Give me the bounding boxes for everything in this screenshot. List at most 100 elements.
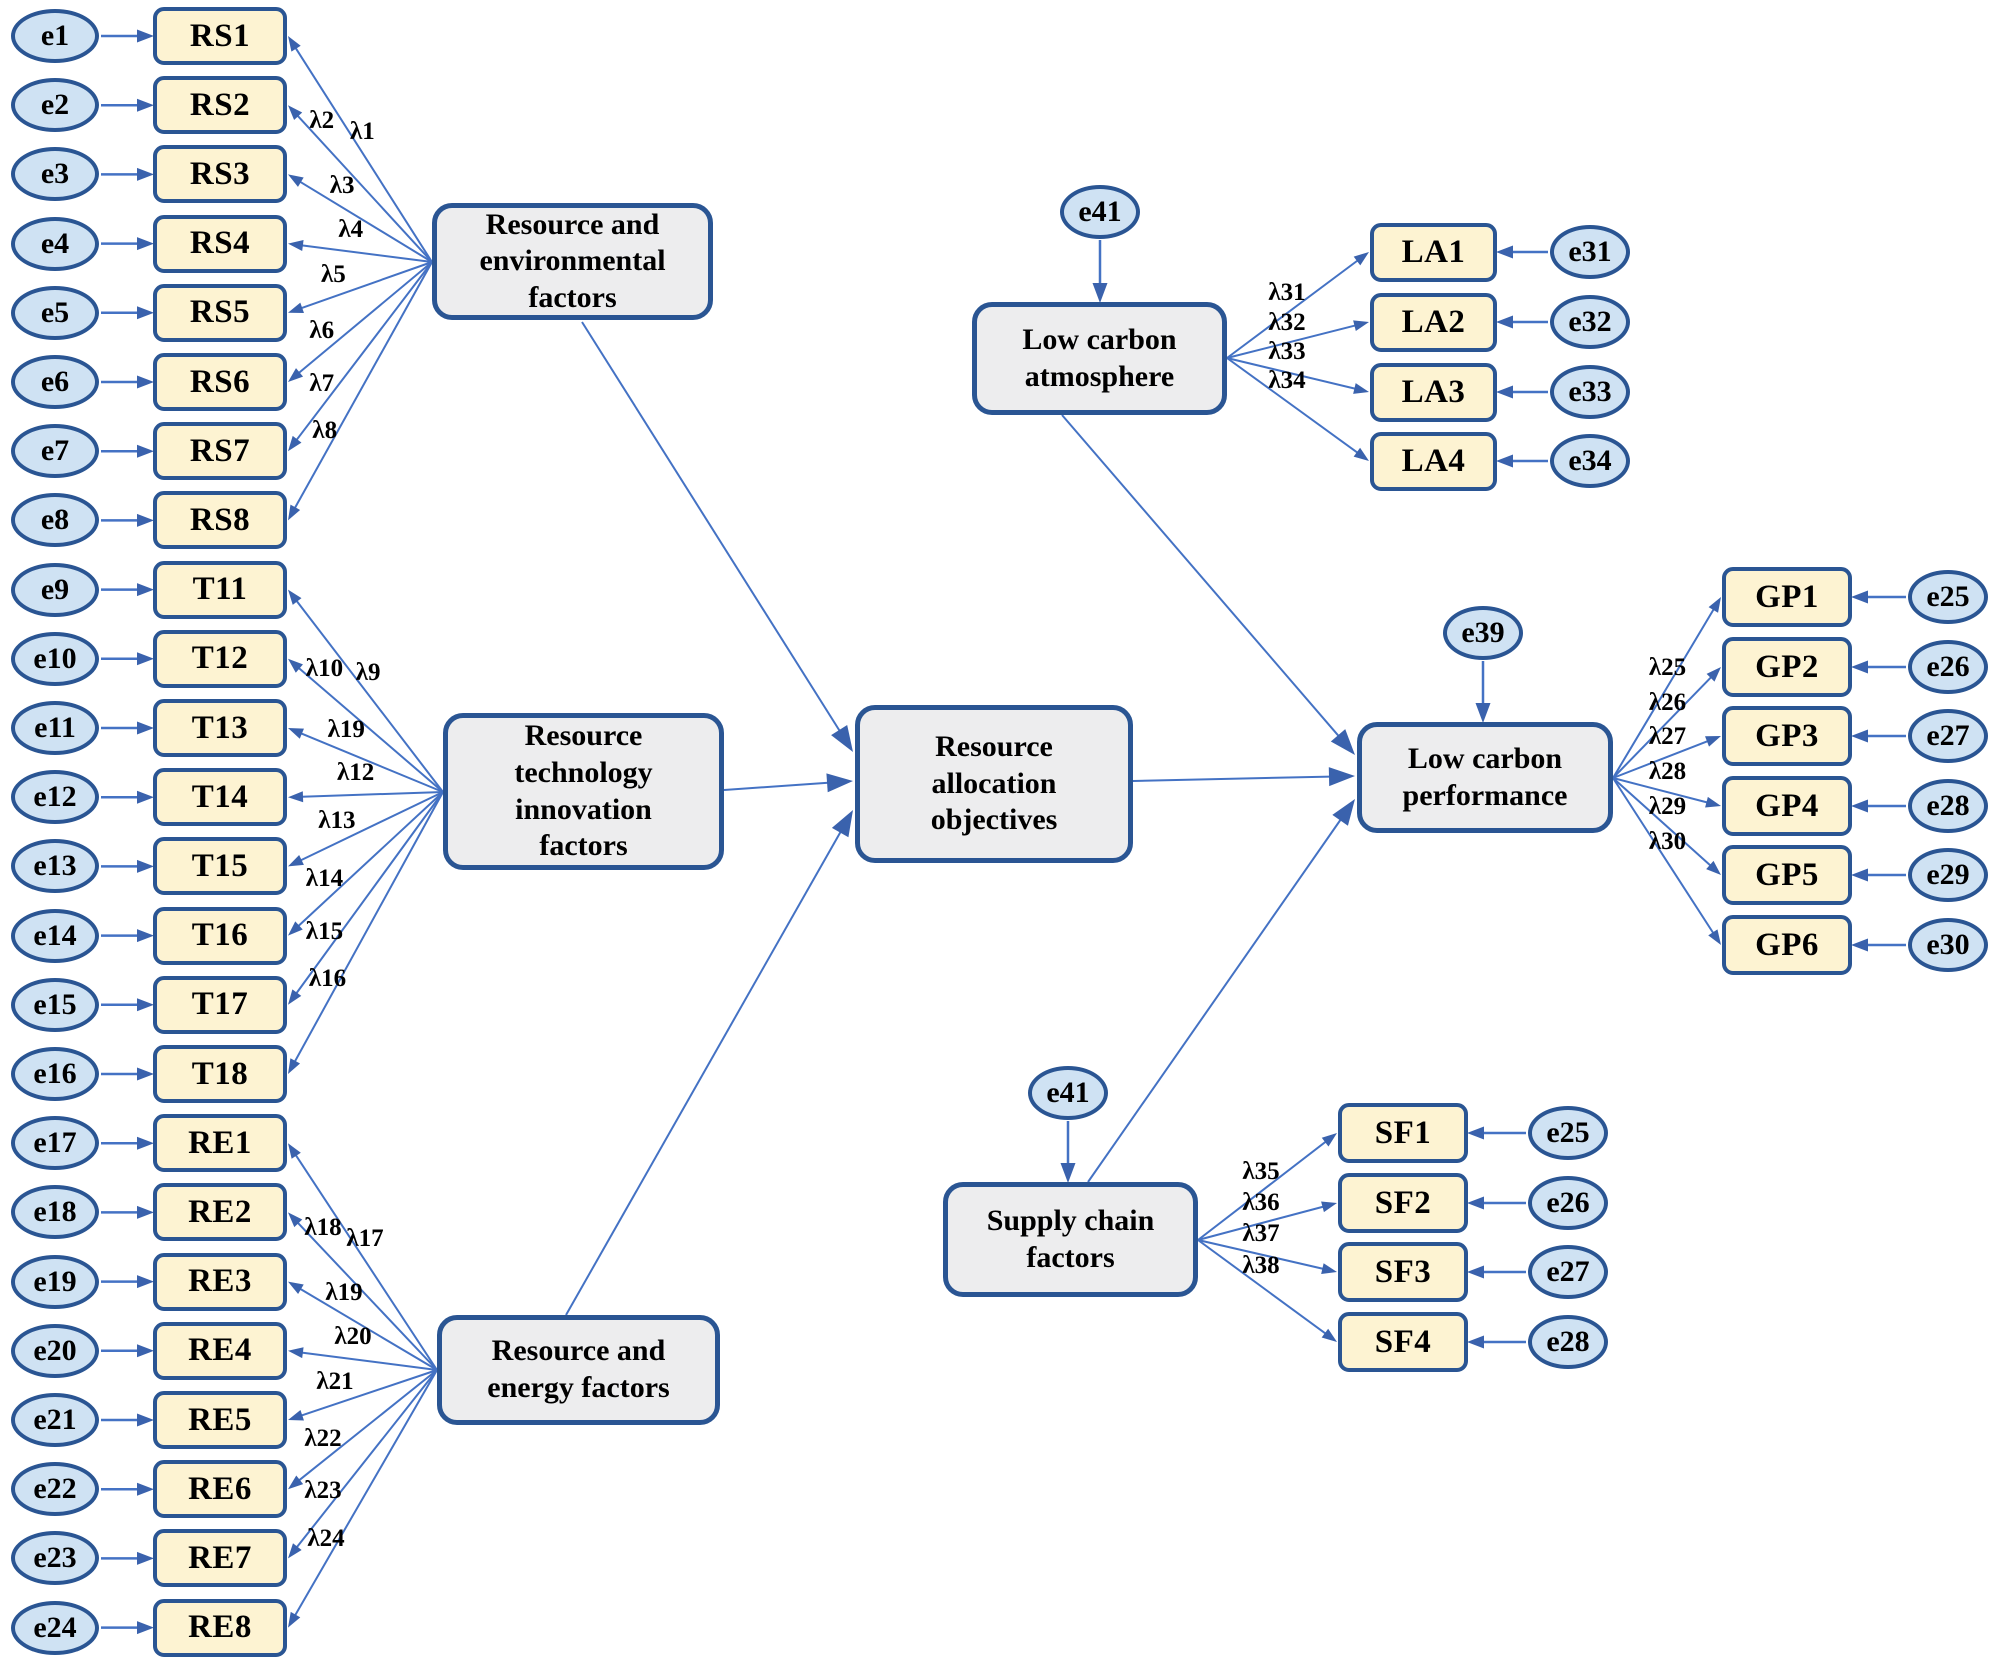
- loading-arrow-RS7-arrowhead: [288, 435, 302, 452]
- loading-arrow-T13-line: [300, 732, 444, 793]
- loading-arrow-RS2-line: [296, 114, 433, 263]
- indicator-RS2: RS2: [153, 76, 287, 135]
- indicator-T18: T18: [153, 1045, 287, 1103]
- loading-arrow-SF1-line: [1197, 1140, 1327, 1241]
- indicator-GP3: GP3: [1722, 706, 1852, 766]
- lambda-label-la-1: λ31: [1268, 279, 1306, 307]
- lambda-label-sf-2: λ36: [1242, 1189, 1280, 1217]
- loading-arrow-RE1-arrowhead: [288, 1143, 301, 1159]
- error-ellipse-e4: e4: [11, 216, 99, 271]
- lambda-label-re-5: λ21: [316, 1368, 354, 1395]
- error-arrow-e34-LA4-arrowhead: [1496, 454, 1513, 468]
- loading-arrow-T17-line: [295, 791, 444, 995]
- loading-arrow-T15-line: [300, 791, 444, 862]
- loading-arrow-LA4-arrowhead: [1353, 447, 1369, 461]
- latent-error-arrow-e39-gp-arrowhead: [1475, 703, 1491, 723]
- loading-arrow-RE8-line: [294, 1369, 438, 1616]
- lambda-label-gp-3: λ27: [1648, 723, 1687, 750]
- error-ellipse-e11: e11: [11, 701, 99, 755]
- loading-arrow-RE2-arrowhead: [288, 1212, 303, 1228]
- error-ellipse-e29-gp: e29: [1908, 848, 1988, 902]
- loading-arrow-SF1-arrowhead: [1321, 1133, 1337, 1147]
- loading-arrow-GP3-line: [1612, 740, 1709, 779]
- lambda-label-rs-7: λ7: [309, 369, 335, 397]
- indicator-RS1: RS1: [153, 7, 287, 65]
- lambda-label-re-6: λ22: [304, 1424, 342, 1452]
- lambda-label-re-2: λ18: [304, 1214, 342, 1242]
- structural-arrow-t-center-line: [723, 781, 829, 791]
- latent-re: Resource and energy factors: [437, 1315, 720, 1425]
- error-arrow-e18-RE2-arrowhead: [137, 1205, 154, 1219]
- error-ellipse-e23: e23: [11, 1531, 99, 1586]
- indicator-RS6: RS6: [153, 353, 287, 411]
- error-ellipse-e28-gp: e28: [1908, 779, 1988, 833]
- error-arrow-e12-T14-arrowhead: [137, 790, 154, 804]
- indicator-RS3: RS3: [153, 145, 287, 204]
- error-ellipse-e26-sf: e26: [1528, 1176, 1608, 1230]
- error-arrow-e27-SF3-arrowhead: [1467, 1265, 1484, 1279]
- indicator-LA3: LA3: [1370, 362, 1497, 422]
- loading-arrow-GP6-line: [1612, 777, 1715, 934]
- lambda-label-t-8: λ16: [308, 964, 347, 992]
- loading-arrow-RE5-arrowhead: [288, 1410, 304, 1421]
- error-ellipse-e17: e17: [11, 1116, 99, 1171]
- loading-arrow-T16-line: [297, 791, 444, 927]
- structural-arrow-center-gp-line: [1132, 775, 1331, 782]
- error-arrow-e32-LA2-arrowhead: [1496, 315, 1513, 329]
- loading-arrow-SF4-line: [1197, 1239, 1327, 1335]
- lambda-label-t-7: λ15: [305, 917, 344, 945]
- latent-rs: Resource and environmental factors: [432, 203, 713, 320]
- loading-arrow-LA3-arrowhead: [1353, 383, 1369, 394]
- lambda-label-rs-1: λ1: [350, 117, 375, 145]
- indicator-GP6: GP6: [1722, 915, 1852, 975]
- indicator-SF1: SF1: [1338, 1103, 1468, 1163]
- indicator-T17: T17: [153, 975, 287, 1034]
- lambda-label-gp-5: λ29: [1648, 792, 1687, 820]
- latent-error-ellipse-e39-gp: e39: [1443, 606, 1523, 660]
- error-arrow-e23-RE7-arrowhead: [137, 1551, 154, 1565]
- loading-arrow-SF2-arrowhead: [1321, 1201, 1337, 1213]
- lambda-label-gp-4: λ28: [1648, 758, 1687, 785]
- indicator-RE5: RE5: [153, 1391, 287, 1449]
- loading-arrow-LA1-line: [1226, 259, 1359, 359]
- latent-sf: Supply chain factors: [943, 1182, 1198, 1297]
- loading-arrow-SF2-line: [1197, 1205, 1324, 1241]
- indicator-GP4: GP4: [1722, 776, 1852, 836]
- indicator-LA2: LA2: [1370, 292, 1497, 352]
- lambda-label-t-4: λ12: [336, 758, 375, 786]
- loading-arrow-RS1-arrowhead: [288, 36, 301, 52]
- loading-arrow-RS8-arrowhead: [288, 504, 301, 521]
- lambda-label-rs-8: λ8: [312, 417, 338, 445]
- loading-arrow-T12-arrowhead: [288, 658, 303, 673]
- latent-t: Resource technology innovation factors: [443, 713, 724, 870]
- loading-arrow-RS3-line: [299, 180, 433, 263]
- structural-arrow-rs-center-arrowhead: [831, 724, 853, 752]
- error-ellipse-e2: e2: [11, 78, 99, 133]
- error-arrow-e14-T16-arrowhead: [137, 929, 154, 943]
- loading-arrow-RE1-line: [294, 1154, 438, 1371]
- indicator-T12: T12: [153, 629, 287, 688]
- loading-arrow-T15-arrowhead: [288, 854, 304, 867]
- lambda-label-re-8: λ24: [307, 1524, 345, 1552]
- lambda-label-t-1: λ9: [355, 658, 381, 686]
- loading-arrow-SF3-arrowhead: [1321, 1263, 1337, 1274]
- indicator-SF2: SF2: [1338, 1173, 1468, 1233]
- error-arrow-e25-SF1-arrowhead: [1467, 1126, 1484, 1140]
- error-ellipse-e18: e18: [11, 1185, 99, 1240]
- loading-arrow-T12-line: [297, 667, 444, 793]
- loading-arrow-T18-arrowhead: [288, 1058, 301, 1074]
- error-arrow-e6-RS6-arrowhead: [137, 375, 154, 389]
- indicator-T15: T15: [153, 837, 287, 896]
- indicator-GP1: GP1: [1722, 567, 1852, 627]
- indicator-RE1: RE1: [153, 1114, 287, 1173]
- error-arrow-e24-RE8-arrowhead: [137, 1621, 154, 1635]
- lambda-label-gp-6: λ30: [1648, 827, 1687, 855]
- structural-arrow-sf-gp-line: [1087, 818, 1342, 1183]
- loading-arrow-LA1-arrowhead: [1353, 252, 1369, 266]
- indicator-SF3: SF3: [1338, 1242, 1468, 1302]
- loading-arrow-RS1-line: [294, 47, 433, 263]
- indicator-T11: T11: [153, 560, 287, 619]
- lambda-label-t-6: λ14: [305, 865, 344, 893]
- error-ellipse-e21: e21: [11, 1393, 99, 1447]
- loading-arrow-T11-arrowhead: [288, 589, 302, 605]
